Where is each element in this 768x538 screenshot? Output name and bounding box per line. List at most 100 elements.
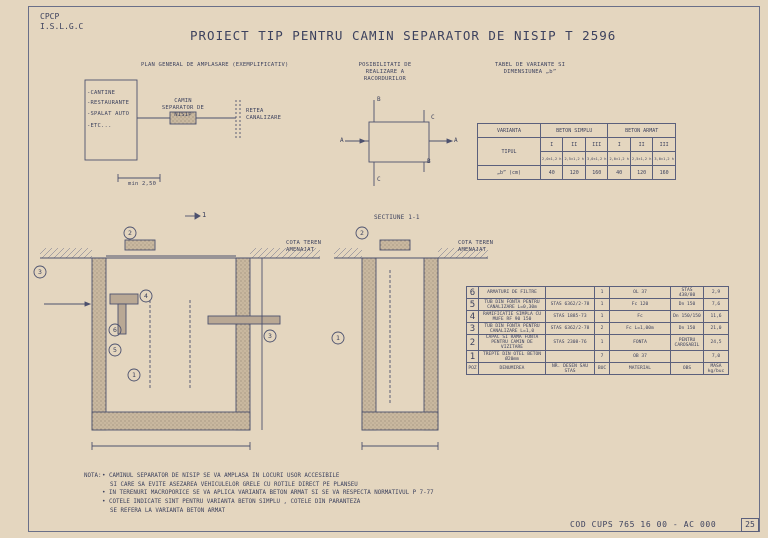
legend-unit: STAS 438/80 xyxy=(670,286,704,299)
b-cell: 120 xyxy=(562,165,586,180)
source-item-3: -ETC... xyxy=(87,123,112,129)
legend-pos: 4 xyxy=(466,310,479,323)
drawing-code: COD CUPS 765 16 00 - AC 000 xyxy=(570,520,717,529)
legend-unit: Dn 150 xyxy=(670,322,704,335)
b-cell: 40 xyxy=(607,165,631,180)
plan-heading: PLAN GENERAL DE AMPLASARE (EXEMPLIFICATI… xyxy=(141,62,289,68)
variants-row-b: „b” (cm) xyxy=(477,165,541,180)
letter-b-bottom: B xyxy=(427,158,431,165)
legend-row: 3 TUB DIN FONTA PENTRU CANALIZARE L=1,0 … xyxy=(466,322,729,335)
note-item: • CAMINUL SEPARATOR DE NISIP SE VA AMPLA… xyxy=(102,473,340,479)
source-item-2: -SPALAT AUTO xyxy=(87,111,130,117)
legend-name: CAPAC SI RAMA FONTA PENTRU CAMIN DE VIZI… xyxy=(478,334,546,351)
connections-heading: POSIBILITATI DE REALIZARE A RACORDURILOR xyxy=(358,62,412,82)
legend-material: OB 37 xyxy=(609,350,671,363)
note-text: SI CARE SA EVITE ASEZAREA VEHICULELOR GR… xyxy=(110,481,358,488)
legend-std: STAS 6362/2-78 xyxy=(545,322,595,335)
legend-row: 5 TUB DIN FONTA PENTRU CANALIZARE L=0,30… xyxy=(466,298,729,311)
legend-row: 2 CAPAC SI RAMA FONTA PENTRU CAMIN DE VI… xyxy=(466,334,729,351)
legend-std: STAS 1885-73 xyxy=(545,310,595,323)
legend-unit: Dn 150 xyxy=(670,298,704,311)
callout-circles xyxy=(33,226,369,382)
variants-heading: TABEL DE VARIANTE SI DIMENSIUNEA „b” xyxy=(494,62,566,75)
legend-pos: 6 xyxy=(466,286,479,299)
legend-head-material: MATERIAL xyxy=(609,362,671,375)
legend-std xyxy=(545,350,595,363)
size-cell: 2,5×1,2 h xyxy=(629,151,654,166)
drawing-frame xyxy=(28,6,760,532)
note-item: • COTELE INDICATE SINT PENTRU VARIANTA B… xyxy=(102,499,361,506)
callout-label-3: 3 xyxy=(38,268,43,276)
section-heading: SECTIUNE 1-1 xyxy=(374,214,420,221)
note-item: • IN TERENURI MACROPORICE SE VA APLICA V… xyxy=(102,490,434,497)
callout-label-1-right: 1 xyxy=(336,334,341,342)
legend-pos: 2 xyxy=(466,334,479,351)
legend-header-row: POZ DENUMIREA NR. DESEN SAU STAS BUC MAT… xyxy=(466,362,729,375)
legend-mass: 7,0 xyxy=(703,350,729,363)
legend-qty: 1 xyxy=(594,310,610,323)
org-line-1: CPCP xyxy=(40,12,60,21)
callout-label-2-right: 2 xyxy=(360,229,365,237)
drawing-title: PROIECT TIP PENTRU CAMIN SEPARATOR DE NI… xyxy=(190,28,617,43)
legend-mass: 21,0 xyxy=(703,322,729,335)
size-cell: 2,5×1,2 h xyxy=(562,151,586,166)
callout-label-4: 4 xyxy=(144,292,149,300)
legend-head-pos: POZ xyxy=(466,362,479,375)
legend-std: STAS 2308-76 xyxy=(545,334,595,351)
legend-mass: 2,9 xyxy=(703,286,729,299)
legend-qty: 1 xyxy=(594,298,610,311)
type-cell: II xyxy=(629,137,654,152)
legend-std xyxy=(545,286,595,299)
legend-name: TUB DIN FONTA PENTRU CANALIZARE L=1,0 xyxy=(478,322,546,335)
legend-pos: 1 xyxy=(466,350,479,363)
legend-qty: 1 xyxy=(594,286,610,299)
legend-mass: 11,6 xyxy=(703,310,729,323)
variants-row-type: TIPUL xyxy=(477,137,541,166)
section-drawing-right xyxy=(334,239,488,450)
note-text: CAMINUL SEPARATOR DE NISIP SE VA AMPLASA… xyxy=(108,473,340,479)
source-item-0: -CANTINE xyxy=(87,90,116,96)
legend-material: Fc xyxy=(609,310,671,323)
plan-dimension: min 2,50 xyxy=(128,181,157,187)
legend-name: TREPTE DIN OTEL BETON Ø20mm xyxy=(478,350,546,363)
legend-name: RAMIFICATIE SIMPLA CU MUFE RF 90 150 xyxy=(478,310,546,323)
legend-qty: 7 xyxy=(594,350,610,363)
letter-c-bottom: C xyxy=(377,176,381,183)
legend-row: 6 ARMATURI DE FILTRE 1 OL 37 STAS 438/80… xyxy=(466,286,729,299)
note-text: IN TERENURI MACROPORICE SE VA APLICA VAR… xyxy=(108,490,434,497)
b-cell: 160 xyxy=(652,165,676,180)
letter-b-top: B xyxy=(377,96,381,103)
type-cell: I xyxy=(607,137,631,152)
legend-std: STAS 6362/2-78 xyxy=(545,298,595,311)
legend-pos: 5 xyxy=(466,298,479,311)
type-cell: I xyxy=(539,137,564,152)
legend-unit: PENTRU CAROSABIL xyxy=(670,334,704,351)
size-cell: 3,0×1,2 h xyxy=(584,151,609,166)
connections-diagram xyxy=(345,100,454,186)
callout-label-1: 1 xyxy=(132,371,137,379)
legend-name: ARMATURI DE FILTRE xyxy=(478,286,546,299)
legend-mass: 24,5 xyxy=(703,334,729,351)
legend-head-unit: OBS xyxy=(670,362,704,375)
b-cell: 120 xyxy=(629,165,654,180)
network-label: RETEA CANALIZARE xyxy=(246,108,282,121)
size-cell: 2,0×1,2 h xyxy=(539,151,564,166)
legend-material: Fc 120 xyxy=(609,298,671,311)
legend-mass: 7,6 xyxy=(703,298,729,311)
legend-row: 1 TREPTE DIN OTEL BETON Ø20mm 7 OB 37 7,… xyxy=(466,350,729,363)
legend-unit: Dn 150/150 xyxy=(670,310,704,323)
legend-pos: 3 xyxy=(466,322,479,335)
variants-col-variant: VARIANTA xyxy=(477,123,541,138)
legend-qty: 1 xyxy=(594,334,610,351)
legend-name: TUB DIN FONTA PENTRU CANALIZARE L=0,30m xyxy=(478,298,546,311)
notes-label: NOTA: xyxy=(84,473,102,479)
callout-label-6: 6 xyxy=(113,326,118,334)
note-text: SE REFERA LA VARIANTA BETON ARMAT xyxy=(110,507,226,514)
legend-head-std: NR. DESEN SAU STAS xyxy=(545,362,595,375)
variants-group-1: BETON SIMPLU xyxy=(539,123,609,138)
legend-unit xyxy=(670,350,704,363)
legend-material: FONTA xyxy=(609,334,671,351)
legend-head-qty: BUC xyxy=(594,362,610,375)
plan-drawing xyxy=(84,79,241,182)
